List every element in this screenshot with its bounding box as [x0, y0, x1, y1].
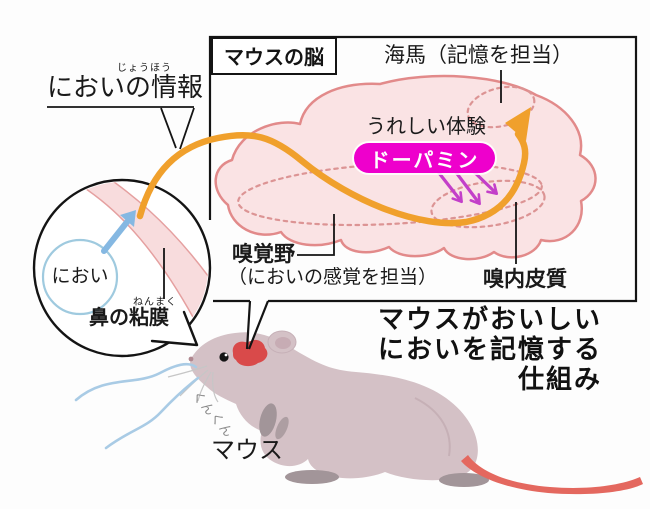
smell-circle	[41, 238, 119, 316]
mouse-eye	[219, 352, 229, 362]
diagram-title: マウスがおいしい においを記憶する 仕組み	[330, 305, 602, 395]
mouse-ear-inner	[275, 337, 291, 349]
olfactory-cortex-label: 嗅覚野	[232, 242, 295, 266]
mouse-label: マウス	[211, 436, 283, 464]
hippocampus-region	[466, 85, 536, 129]
mouse-nose	[188, 356, 194, 362]
smell-info-furigana: じょうほう	[117, 63, 172, 74]
nose-magnifier	[32, 178, 212, 358]
title-line-1: マウスがおいしい	[377, 305, 602, 335]
front-paw-shadow	[259, 403, 277, 437]
nasal-mucosa-band	[48, 182, 208, 332]
dopamine-label: ドーパミン	[369, 147, 480, 172]
front-paw-shadow-2	[275, 416, 289, 440]
smell-arrow-head	[120, 210, 136, 227]
olfactory-cortex-region	[237, 161, 543, 227]
olfactory-cortex-pointer-line	[297, 214, 335, 256]
dopamine-badge: ドーパミン	[354, 143, 495, 173]
mouse-haunch-line	[414, 397, 451, 457]
brain-box-tail	[245, 300, 270, 350]
olfactory-cortex-sublabel: （においの感覚を担当）	[228, 266, 438, 288]
smell-waves	[74, 362, 200, 450]
smell-info-pointer	[47, 106, 195, 150]
mouse-illustration	[167, 330, 643, 495]
smell-pathway-arrowhead	[505, 107, 531, 141]
mouse-eye-glint	[224, 353, 228, 357]
foot-shadow-rear	[439, 473, 489, 487]
foot-shadow-front	[285, 470, 339, 484]
label-pointer-lines	[297, 70, 517, 264]
smell-pathway-arrow	[136, 107, 531, 227]
red-brain-patch	[232, 339, 268, 367]
brain-box-outline	[208, 35, 638, 303]
entorhinal-cortex-label: 嗅内皮質	[483, 267, 567, 291]
dashed-brain-regions	[237, 85, 546, 229]
smell-info-label: においの情報	[47, 73, 204, 103]
mouse-tail	[461, 455, 643, 495]
hippocampus-label: 海馬（記憶を担当）	[384, 43, 573, 67]
smell-pathway-curve	[136, 130, 529, 227]
title-line-2: においを記憶する	[377, 335, 602, 365]
mouse-body	[190, 332, 478, 481]
smell-label: におい	[51, 265, 109, 287]
smell-arrow-shaft	[101, 219, 130, 254]
title-line-3: 仕組み	[517, 365, 602, 395]
magnifier-tail	[152, 312, 197, 345]
nasal-mucosa-furigana: ねんまく	[133, 297, 177, 308]
experience-label: うれしい体験	[366, 114, 486, 138]
nasal-mucosa-label: 鼻の粘膜	[89, 305, 169, 329]
brain-box-title: マウスの脳	[211, 37, 337, 75]
